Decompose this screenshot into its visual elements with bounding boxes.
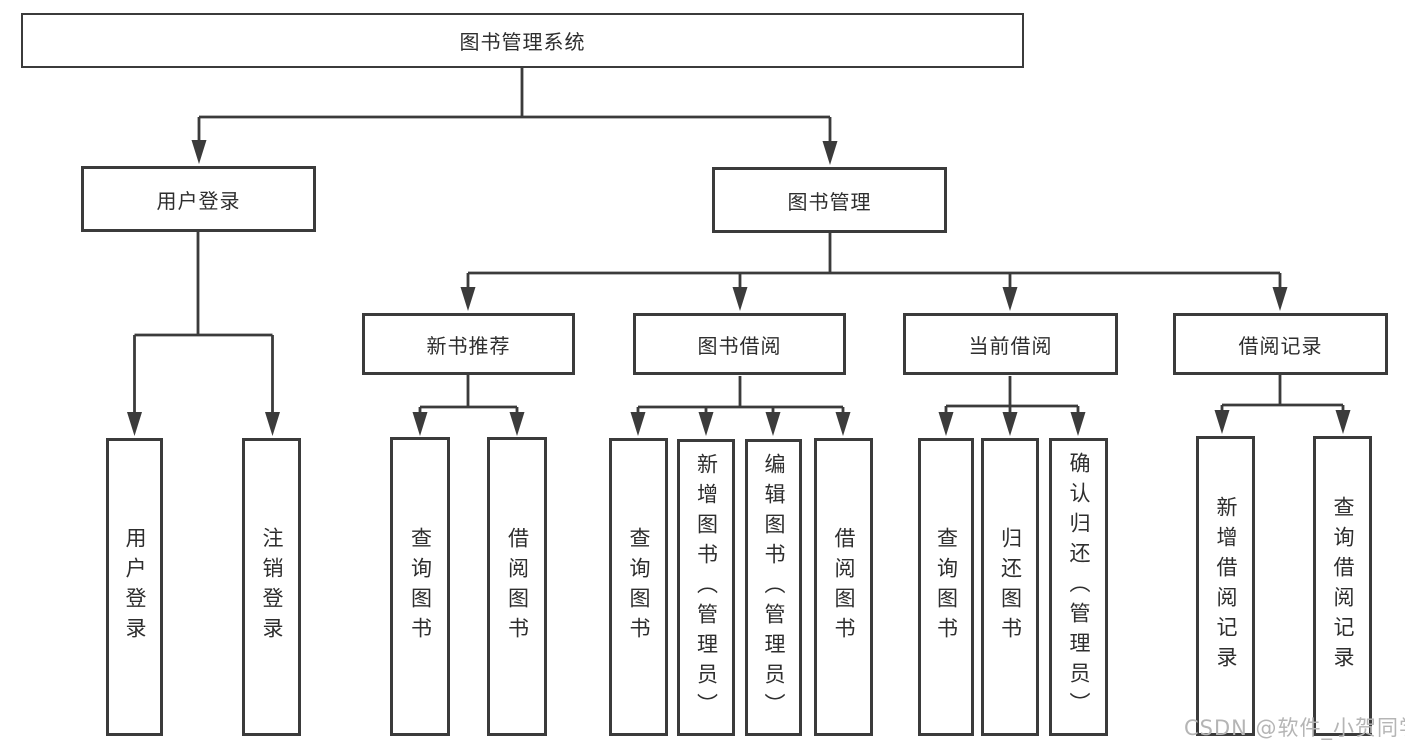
watermark: CSDN @软件_小贺同学 bbox=[1184, 716, 1405, 740]
node-book-management: 图书管理 bbox=[712, 167, 947, 233]
node-label: 当前借阅 bbox=[968, 333, 1053, 358]
node-records-add-borrow-record: 新增借阅记录 bbox=[1196, 436, 1255, 736]
node-label: 图书借阅 bbox=[697, 333, 782, 358]
node-user-login: 用户登录 bbox=[81, 166, 316, 232]
node-book-borrowing: 图书借阅 bbox=[633, 313, 846, 375]
node-label: 新增借阅记录 bbox=[1214, 496, 1238, 676]
node-records-query-borrow-record: 查询借阅记录 bbox=[1313, 436, 1372, 736]
node-label: 用户登录 bbox=[123, 527, 147, 647]
node-label: 编辑图书（管理员） bbox=[762, 452, 786, 723]
node-label: 图书管理 bbox=[787, 189, 872, 214]
node-label: 图书管理系统 bbox=[459, 30, 586, 54]
node-label: 新书推荐 bbox=[426, 333, 511, 358]
node-label: 借阅记录 bbox=[1238, 333, 1323, 358]
node-recommend-query-books: 查询图书 bbox=[390, 437, 450, 736]
node-label: 确认归还（管理员） bbox=[1067, 452, 1091, 722]
node-label: 借阅图书 bbox=[832, 527, 856, 647]
node-borrow-records: 借阅记录 bbox=[1173, 313, 1388, 375]
node-label: 查询图书 bbox=[408, 526, 433, 647]
node-borrowing-borrow-books: 借阅图书 bbox=[814, 438, 873, 736]
node-new-book-recommend: 新书推荐 bbox=[362, 313, 575, 375]
node-login-user-login-action: 用户登录 bbox=[106, 438, 163, 736]
node-label: 借阅图书 bbox=[505, 526, 530, 647]
node-label: 查询借阅记录 bbox=[1331, 496, 1355, 676]
node-borrowing-query-books: 查询图书 bbox=[609, 438, 668, 736]
node-current-confirm-return-admin: 确认归还（管理员） bbox=[1049, 438, 1108, 736]
node-library-management-system: 图书管理系统 bbox=[21, 13, 1024, 68]
node-label: 用户登录 bbox=[156, 188, 241, 213]
node-borrowing-edit-book-admin: 编辑图书（管理员） bbox=[745, 439, 802, 736]
node-label: 归还图书 bbox=[998, 527, 1023, 647]
arrowheads bbox=[127, 140, 1351, 436]
node-label: 查询图书 bbox=[627, 527, 651, 647]
node-current-borrowing: 当前借阅 bbox=[903, 313, 1118, 375]
node-label: 注销登录 bbox=[260, 527, 284, 647]
node-current-return-books: 归还图书 bbox=[981, 438, 1039, 736]
node-current-query-books: 查询图书 bbox=[918, 438, 974, 736]
node-label: 新增图书（管理员） bbox=[694, 452, 719, 723]
node-login-logout-action: 注销登录 bbox=[242, 438, 301, 736]
node-borrowing-add-book-admin: 新增图书（管理员） bbox=[677, 439, 735, 736]
node-label: 查询图书 bbox=[934, 527, 959, 647]
node-recommend-borrow-books: 借阅图书 bbox=[487, 437, 547, 736]
